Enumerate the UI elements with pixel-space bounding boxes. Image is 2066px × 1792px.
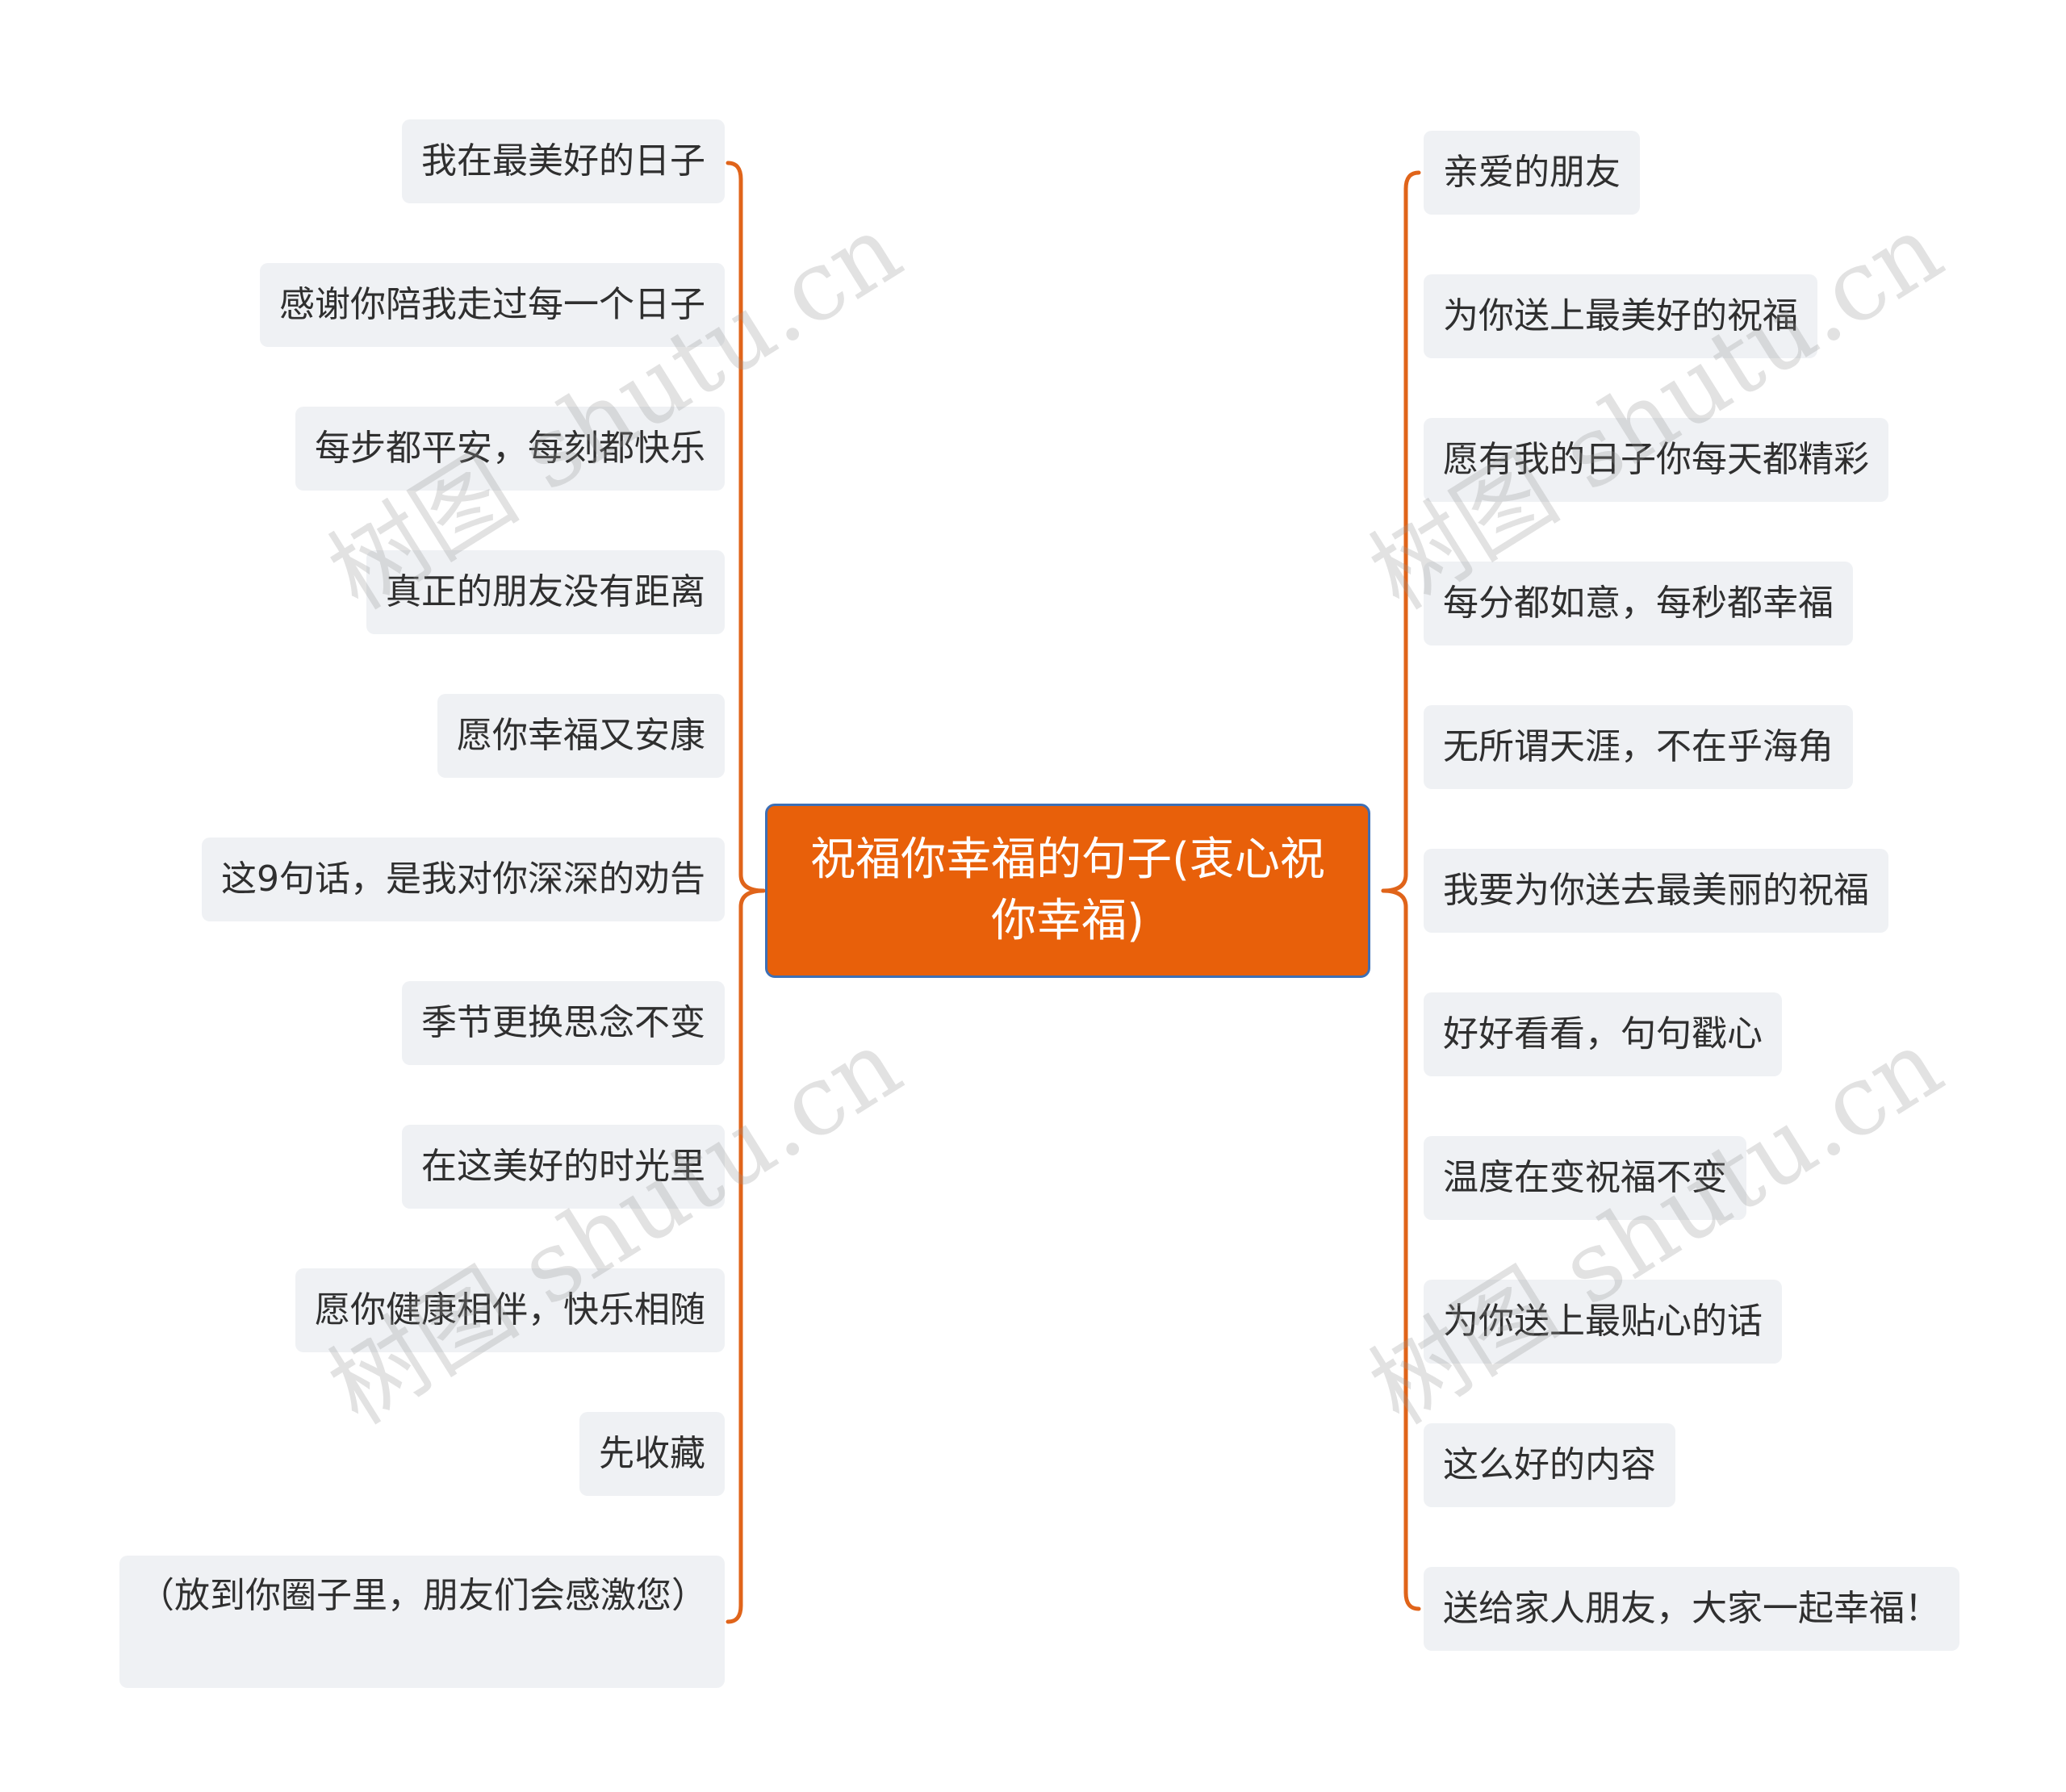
left-bracket-lower	[726, 888, 766, 1624]
right-node-1[interactable]: 亲爱的朋友	[1424, 131, 1640, 215]
right-bracket-lower	[1381, 888, 1421, 1611]
right-bracket-upper	[1381, 170, 1421, 893]
right-node-4[interactable]: 每分都如意，每秒都幸福	[1424, 562, 1853, 645]
root-topic-label: 祝福你幸福的句子(衷心祝你幸福)	[810, 833, 1325, 947]
right-node-6[interactable]: 我要为你送去最美丽的祝福	[1424, 849, 1888, 933]
root-topic[interactable]: 祝福你幸福的句子(衷心祝你幸福)	[765, 804, 1370, 978]
left-node-6[interactable]: 这9句话，是我对你深深的劝告	[202, 838, 725, 921]
right-node-10[interactable]: 这么好的内容	[1424, 1423, 1675, 1507]
left-node-3[interactable]: 每步都平安，每刻都快乐	[295, 407, 725, 491]
left-node-1[interactable]: 我在最美好的日子	[402, 119, 725, 203]
left-node-5[interactable]: 愿你幸福又安康	[437, 694, 725, 778]
right-node-3[interactable]: 愿有我的日子你每天都精彩	[1424, 418, 1888, 502]
left-node-7[interactable]: 季节更换思念不变	[402, 981, 725, 1065]
left-node-10[interactable]: 先收藏	[579, 1412, 725, 1496]
left-node-9[interactable]: 愿你健康相伴，快乐相随	[295, 1268, 725, 1352]
right-node-9[interactable]: 为你送上最贴心的话	[1424, 1280, 1782, 1364]
right-node-2[interactable]: 为你送上最美好的祝福	[1424, 274, 1817, 358]
left-bracket-upper	[726, 161, 766, 893]
right-node-11[interactable]: 送给家人朋友，大家一起幸福！	[1424, 1567, 1959, 1651]
left-node-8[interactable]: 在这美好的时光里	[402, 1125, 725, 1209]
right-node-5[interactable]: 无所谓天涯，不在乎海角	[1424, 705, 1853, 789]
left-node-4[interactable]: 真正的朋友没有距离	[366, 550, 725, 634]
right-node-8[interactable]: 温度在变祝福不变	[1424, 1136, 1746, 1220]
left-node-2[interactable]: 感谢你陪我走过每一个日子	[260, 263, 725, 347]
left-node-11[interactable]: （放到你圈子里，朋友们会感激您）	[119, 1556, 725, 1688]
right-node-7[interactable]: 好好看看，句句戳心	[1424, 992, 1782, 1076]
